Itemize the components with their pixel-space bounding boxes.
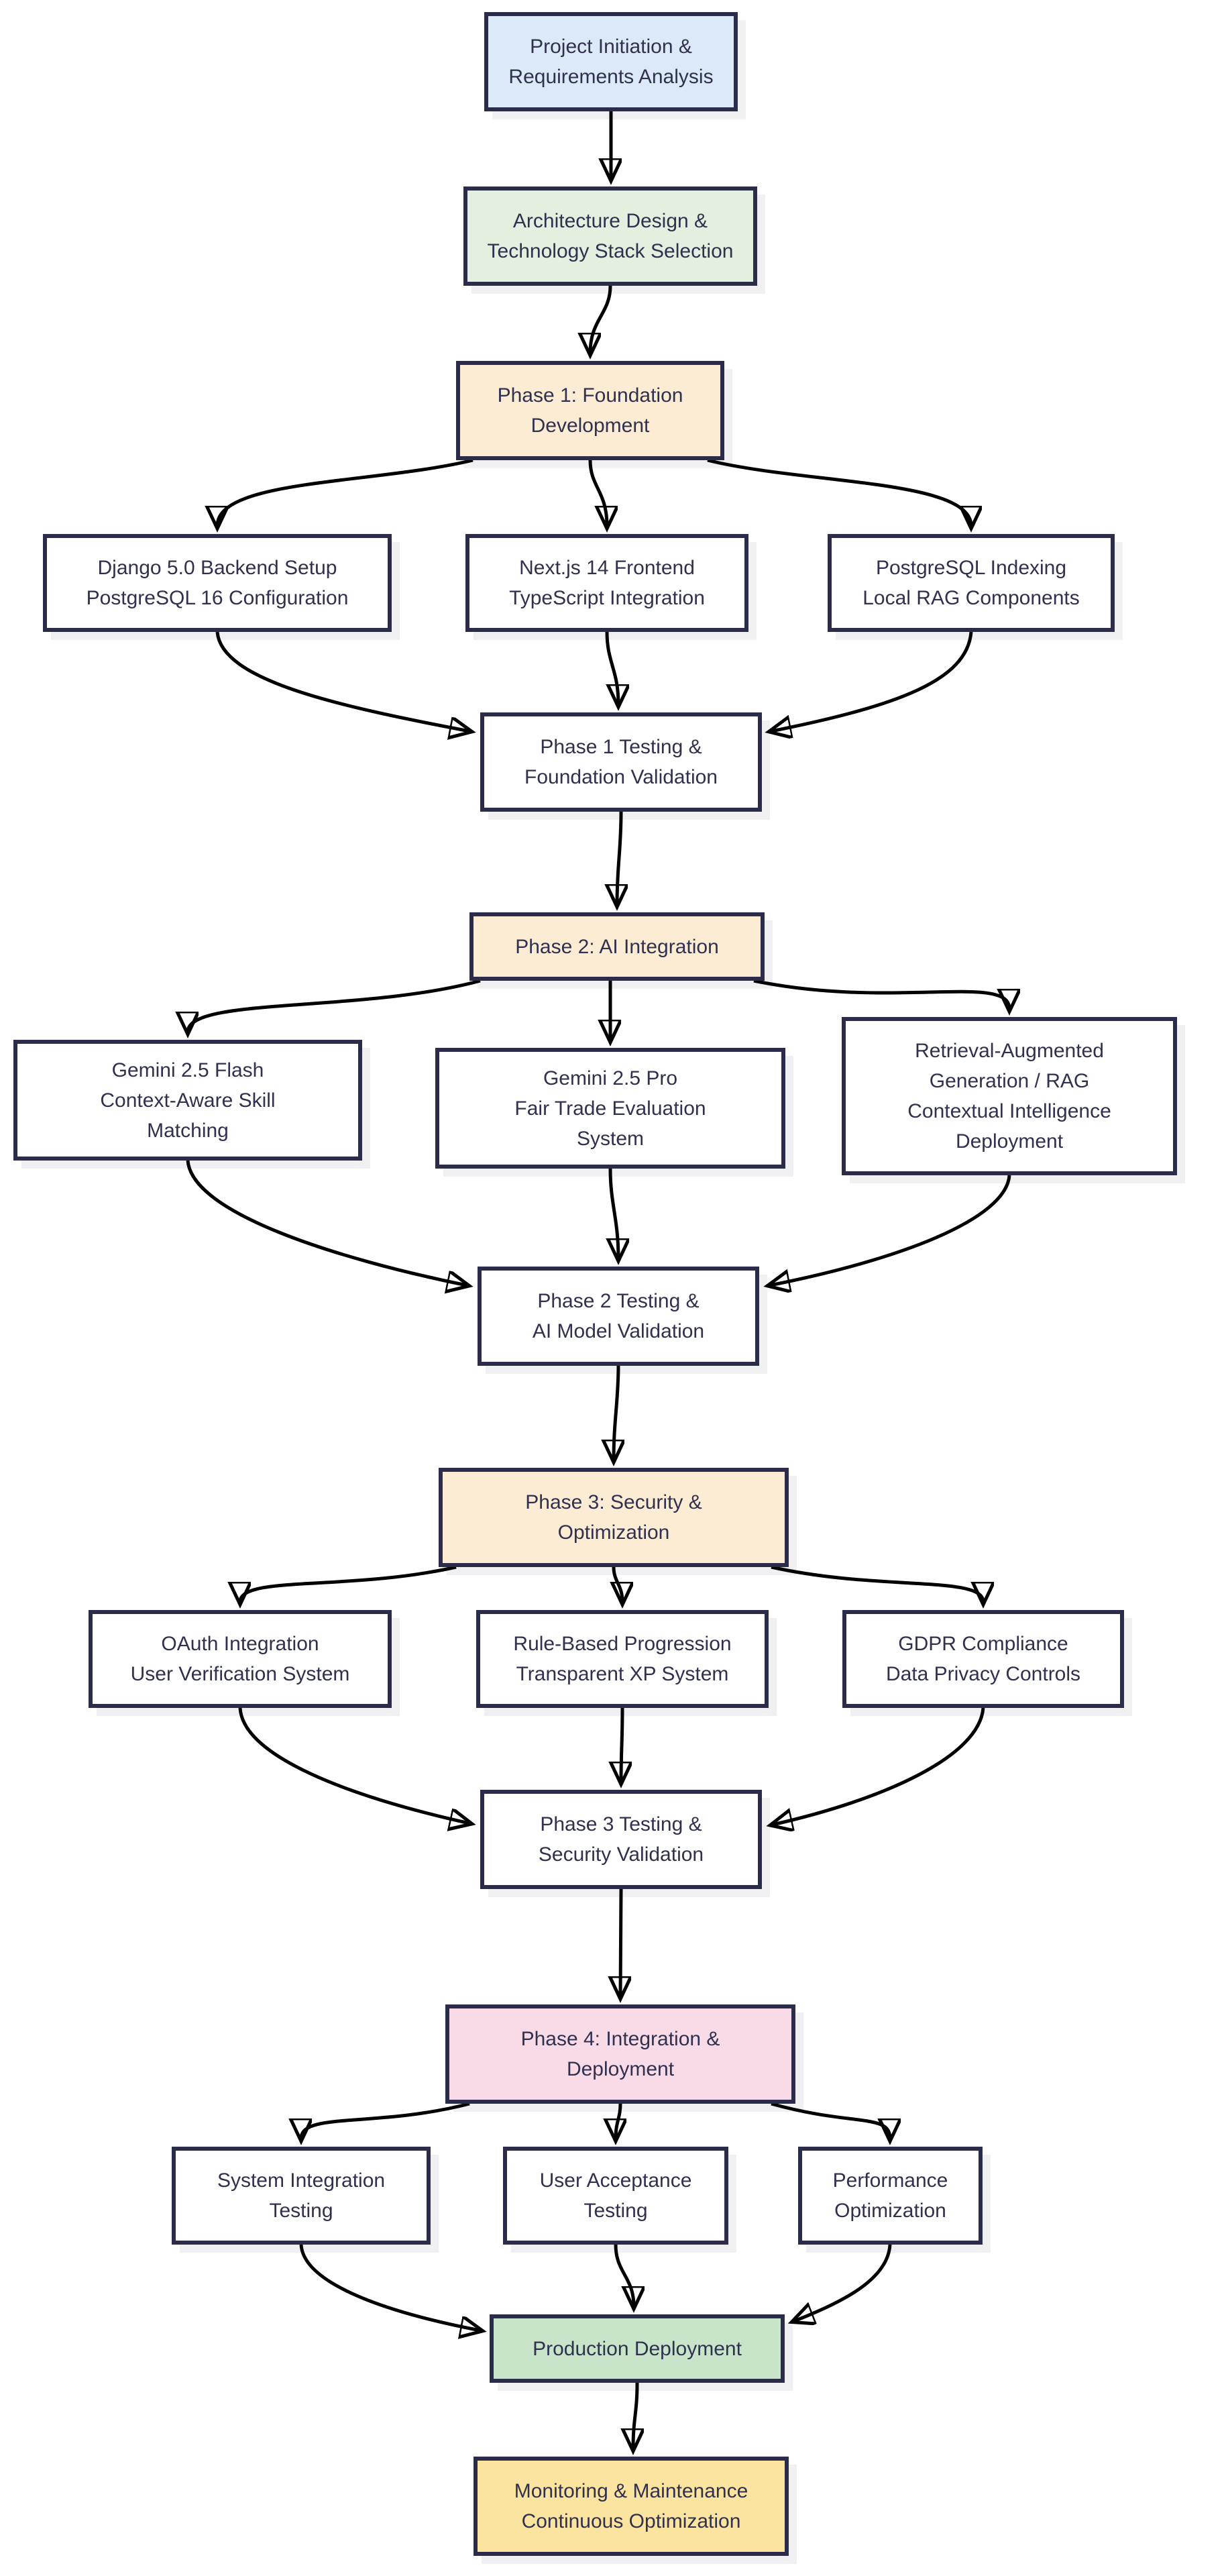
- node-phase3-testing: Phase 3 Testing & Security Validation: [480, 1790, 762, 1889]
- node-monitoring: Monitoring & Maintenance Continuous Opti…: [473, 2457, 789, 2556]
- edge-phase1-django: [217, 458, 473, 526]
- node-nextjs-frontend: Next.js 14 Frontend TypeScript Integrati…: [465, 534, 748, 632]
- edge-django-p1test: [215, 631, 469, 731]
- edge-phase4-perf: [771, 2102, 890, 2139]
- node-phase2-testing: Phase 2 Testing & AI Model Validation: [478, 1267, 759, 1366]
- node-rag-deployment: Retrieval-Augmented Generation / RAG Con…: [842, 1017, 1177, 1175]
- node-django-backend: Django 5.0 Backend Setup PostgreSQL 16 C…: [43, 534, 392, 632]
- edge-architecture-phase1: [590, 285, 612, 353]
- node-performance-opt: Performance Optimization: [798, 2147, 983, 2245]
- edge-gpro-p2test: [610, 1168, 618, 1258]
- edge-phase1-nextjs: [588, 460, 607, 526]
- node-architecture: Architecture Design & Technology Stack S…: [463, 186, 757, 286]
- edge-pgindex-p1test: [771, 631, 973, 731]
- edge-phase4-uat: [616, 2103, 620, 2139]
- node-phase1-testing: Phase 1 Testing & Foundation Validation: [480, 712, 762, 812]
- node-project-initiation: Project Initiation & Requirements Analys…: [484, 12, 738, 111]
- edge-phase4-sit: [301, 2102, 470, 2139]
- edge-phase2-gflash: [188, 979, 481, 1032]
- node-rule-progression: Rule-Based Progression Transparent XP Sy…: [476, 1610, 769, 1708]
- edge-phase1-pgindex: [707, 458, 971, 526]
- edge-perf-production: [794, 2244, 892, 2321]
- node-oauth-integration: OAuth Integration User Verification Syst…: [89, 1610, 392, 1708]
- node-gemini-flash: Gemini 2.5 Flash Context-Aware Skill Mat…: [13, 1040, 362, 1161]
- edge-p3test-phase4: [620, 1888, 621, 1996]
- node-postgres-indexing: PostgreSQL Indexing Local RAG Components: [828, 534, 1115, 632]
- edge-phase3-rule: [614, 1566, 622, 1602]
- edge-gflash-p2test: [186, 1160, 467, 1285]
- edge-phase3-oauth: [240, 1565, 457, 1602]
- node-system-integration: System Integration Testing: [172, 2147, 431, 2245]
- edge-rag-p2test: [770, 1175, 1011, 1285]
- edge-rule-p3test: [621, 1707, 622, 1782]
- edge-nextjs-p1test: [607, 631, 618, 704]
- edge-sit-production: [299, 2244, 480, 2330]
- edge-phase2-rag: [753, 979, 1009, 1009]
- node-user-acceptance: User Acceptance Testing: [503, 2147, 728, 2245]
- edge-phase3-gdpr: [771, 1565, 983, 1602]
- node-phase4: Phase 4: Integration & Deployment: [445, 2004, 795, 2104]
- node-gemini-pro: Gemini 2.5 Pro Fair Trade Evaluation Sys…: [435, 1048, 785, 1169]
- edge-production-monitoring: [633, 2382, 637, 2449]
- edge-p2test-phase3: [614, 1365, 618, 1460]
- edge-p1test-phase2: [617, 811, 621, 904]
- node-gdpr-compliance: GDPR Compliance Data Privacy Controls: [842, 1610, 1124, 1708]
- node-production: Production Deployment: [490, 2314, 785, 2383]
- edge-gdpr-p3test: [773, 1707, 985, 1825]
- edge-uat-production: [614, 2244, 634, 2306]
- edge-oauth-p3test: [238, 1707, 469, 1823]
- node-phase1: Phase 1: Foundation Development: [456, 361, 724, 460]
- node-phase3: Phase 3: Security & Optimization: [439, 1468, 789, 1567]
- node-phase2: Phase 2: AI Integration: [469, 912, 765, 981]
